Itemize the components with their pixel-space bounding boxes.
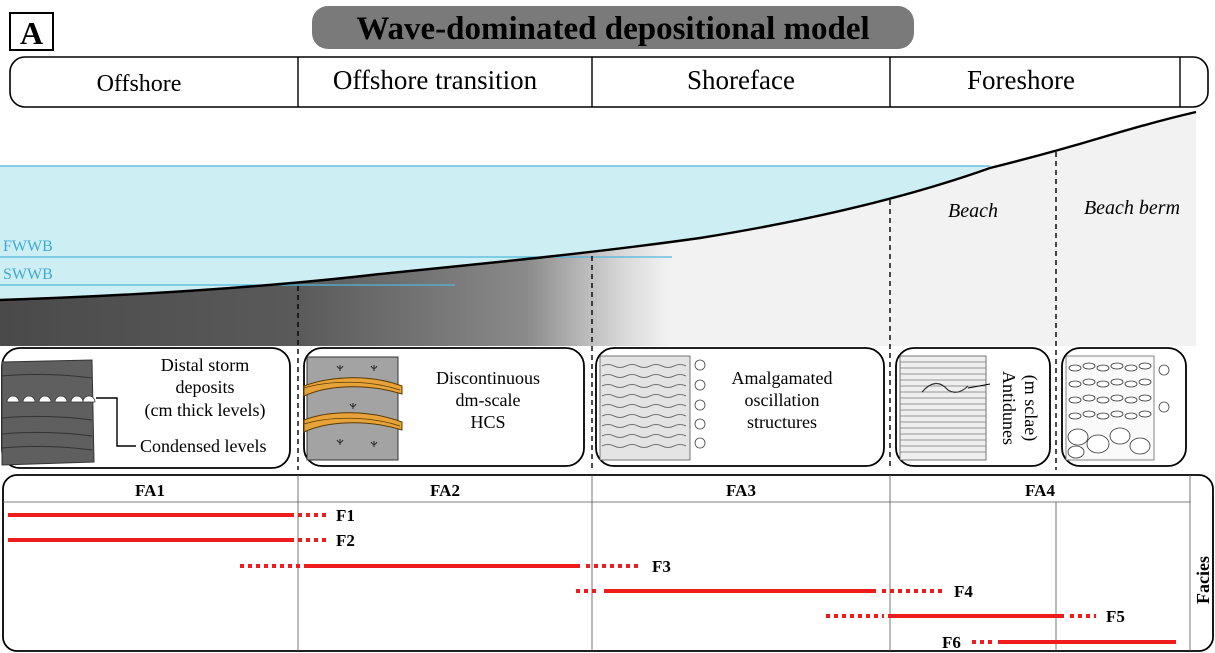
sea-water [0,166,990,300]
facies-table [2,474,1214,652]
facies-label-f4: F4 [954,582,973,601]
panel-letter: A [20,15,43,51]
fa3-oscillation-block [599,355,691,461]
condensed-levels-callout [96,397,136,447]
seafloor-profile-line [0,110,1197,302]
fa4-vertical-label: Antidunes (m sclae) [999,371,1041,445]
swwb-label: SWWB [3,266,53,283]
zone-foreshore: Foreshore [967,65,1075,95]
fa3-text-2: oscillation [745,390,820,410]
title-badge [312,6,914,49]
beach-berm-shell-icons [1158,364,1170,413]
fa2-text-1: Discontinuous [436,368,540,388]
zone-shoreface: Shoreface [687,65,795,95]
fa2-header: FA2 [430,481,460,500]
fa3-text-1: Amalgamated [732,368,833,388]
fa1-text-3: (cm thick levels) [145,400,266,421]
fa4-antidunes-block [899,355,991,461]
facies-label-f3: F3 [652,557,671,576]
fa2-text-3: HCS [470,412,505,432]
fa4-text-2: (m sclae) [1020,375,1041,441]
fa1-sample-block [1,359,96,466]
facies-axis-label: Facies [1193,556,1213,604]
facies-label-f2: F2 [336,531,355,550]
fa1-text-2: deposits [175,377,234,397]
fa4-text-1: Antidunes [999,371,1019,445]
facies-label-f1: F1 [336,506,355,525]
fa1-text-1: Distal storm [161,355,250,375]
seafloor-ground [0,112,1196,346]
zone-offshore: Offshore [97,71,182,97]
beach-label: Beach [948,200,998,222]
zone-bar [9,56,1209,108]
fwwb-label: FWWB [3,238,53,255]
fa3-shell-icons [694,359,706,449]
beach-berm-label: Beach berm [1084,197,1180,219]
zone-offshore-transition: Offshore transition [333,65,538,95]
page-title: Wave-dominated depositional model [356,11,869,47]
panel-letter-box [9,12,54,51]
fa1-callout-text: Condensed levels [140,436,266,456]
fa4-header: FA4 [1025,481,1055,500]
fa3-header: FA3 [726,481,756,500]
fa3-text-3: structures [747,412,817,432]
facies-label-f6: F6 [942,633,961,652]
fa1-header: FA1 [135,481,165,500]
facies-label-f5: F5 [1106,607,1125,626]
fa2-text-2: dm-scale [456,390,521,410]
beach-berm-block [1065,355,1155,461]
fa2-hcs-block [303,356,403,461]
